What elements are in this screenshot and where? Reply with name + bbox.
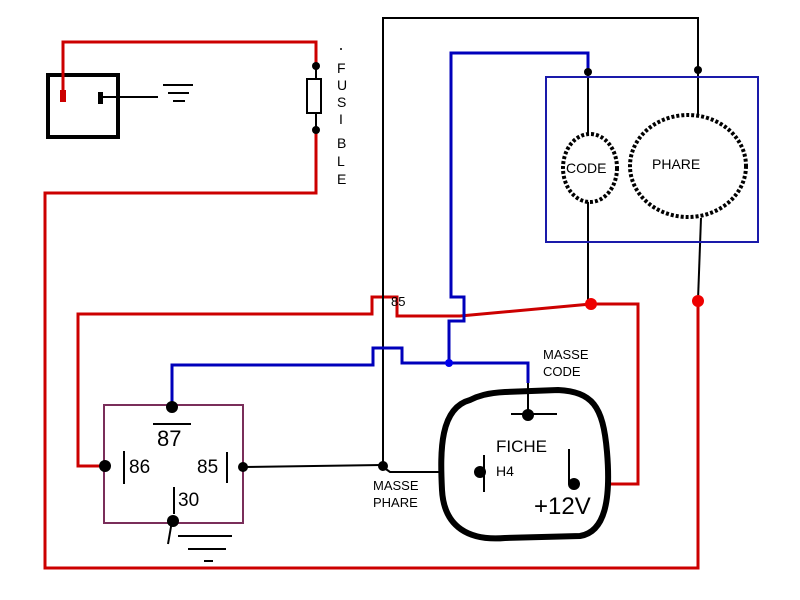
relay-pin-30-dot [167, 515, 179, 527]
fuse-label-letter: F [337, 60, 346, 76]
fuse-terminal-bottom [312, 126, 320, 134]
blue-junction-dot [445, 359, 453, 367]
h4-plug: FICHE H4 +12V [438, 383, 612, 542]
code-junction-red-dot [585, 298, 597, 310]
code-signal-wire [447, 51, 590, 363]
fuse-label-letter: L [337, 153, 345, 169]
masse-phare-label-line2: PHARE [373, 495, 418, 510]
phare-lamp-label: PHARE [652, 156, 700, 172]
code-top-junction-dot [584, 68, 592, 76]
masse-phare-junction-dot [378, 461, 388, 471]
code-lamp-label: CODE [566, 160, 606, 176]
relay-pin-86-dot [99, 460, 111, 472]
h4-plug-voltage: +12V [534, 493, 591, 520]
battery-box [46, 73, 120, 139]
h4-plug-subtitle: H4 [496, 463, 514, 479]
masse-code-label-line2: CODE [543, 364, 581, 379]
relay-ground-lead [167, 520, 173, 545]
relay85-to-masse-wire [242, 464, 384, 468]
phare-lamp-out-wire [697, 217, 702, 301]
fuse-to-relay30-wire [43, 130, 700, 570]
relay: 87 86 85 30 [99, 401, 248, 562]
masse-phare-label-line1: MASSE [373, 478, 419, 493]
relay-pin-87-dot [166, 401, 178, 413]
relay-pin-87-label: 87 [157, 426, 181, 451]
fuse-body [306, 78, 322, 114]
phare-ground-wire [382, 17, 699, 466]
phare-top-junction-dot [694, 66, 702, 74]
h4-plug-outline [438, 386, 612, 542]
masse-code-label-line1: MASSE [543, 347, 589, 362]
pin86-feed-wire [76, 295, 640, 486]
relay-pin-85-label: 85 [197, 457, 218, 478]
fuse-label-letter: S [337, 94, 346, 110]
relay-pin-30-label: 30 [178, 490, 199, 511]
fuse: F U S I B L E [306, 48, 347, 187]
relay-pin-86-label: 86 [129, 457, 150, 478]
pin87-signal-wire [170, 346, 530, 406]
battery-terminal-negative [98, 92, 103, 104]
power-wires [43, 40, 700, 570]
code-lamp [561, 132, 619, 204]
headlamp-box [545, 76, 759, 243]
fuse-label-letter: I [339, 111, 343, 127]
fuse-label-letter: B [337, 135, 346, 151]
h4-12v-pin-dot [568, 478, 580, 490]
signal-wires [170, 51, 590, 406]
wire-label-85: 85 [391, 294, 405, 309]
fuse-label-letter: U [337, 77, 347, 93]
battery-to-fuse-wire [61, 40, 318, 100]
phare-junction-red-dot [692, 295, 704, 307]
h4-plug-title: FICHE [496, 437, 547, 456]
battery-ground-icon [163, 84, 193, 102]
relay-ground-icon [178, 535, 232, 562]
phare-lamp [628, 113, 748, 219]
fuse-label-letter: E [337, 171, 346, 187]
relay-pin-85-dot [238, 462, 248, 472]
fuse-label-dot [340, 48, 342, 50]
battery [46, 73, 193, 139]
headlamp-assembly: CODE PHARE [545, 66, 759, 243]
